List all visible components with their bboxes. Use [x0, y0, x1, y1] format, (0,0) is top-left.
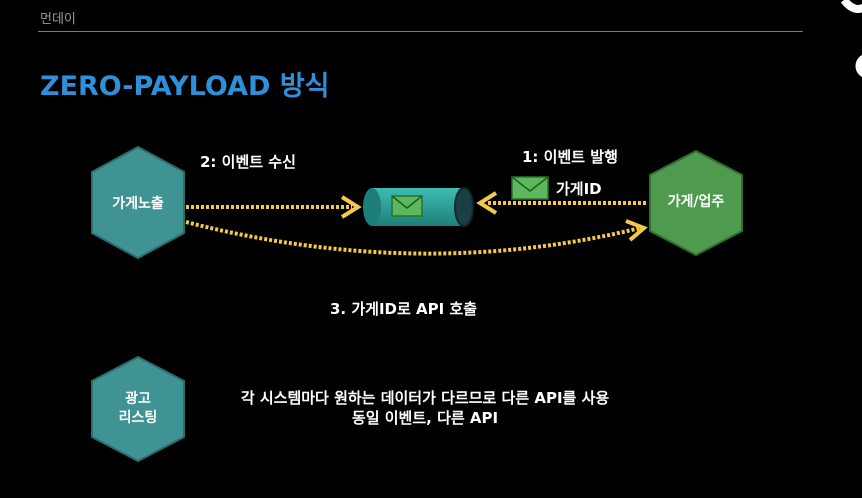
corner-decoration	[840, 0, 862, 77]
brand-label: 먼데이	[40, 12, 76, 27]
consumer-hexagon[interactable]	[91, 145, 185, 260]
receive-label: 2: 이벤트 수신	[200, 153, 296, 171]
producer-label: 가게/업주	[667, 194, 725, 210]
slide-title: ZERO-PAYLOAD 방식	[40, 71, 330, 102]
api-call-label: 3. 가게ID로 API 호출	[330, 300, 478, 318]
ad-listing-hexagon[interactable]	[91, 355, 185, 463]
note-line1: 각 시스템마다 원하는 데이터가 다르므로 다른 API를 사용	[240, 389, 610, 407]
consumer-label: 가게노출	[112, 196, 164, 212]
header-divider	[38, 31, 803, 32]
producer-hexagon[interactable]	[649, 149, 743, 257]
store-id-label: 가게ID	[556, 180, 602, 198]
note-line2: 동일 이벤트, 다른 API	[351, 409, 499, 427]
ad-listing-line2: 리스팅	[118, 410, 158, 426]
message-envelope-icon	[511, 176, 549, 200]
ad-listing-label: 광고 리스팅	[92, 390, 184, 428]
explanation-note: 각 시스템마다 원하는 데이터가 다르므로 다른 API를 사용 동일 이벤트,…	[190, 388, 660, 428]
publish-arrow	[476, 191, 646, 215]
api-call-arrow	[185, 219, 648, 256]
envelope-icon	[391, 195, 423, 217]
publish-label: 1: 이벤트 발행	[522, 148, 618, 166]
receive-arrow	[186, 195, 362, 219]
ad-listing-line1: 광고	[125, 391, 151, 407]
